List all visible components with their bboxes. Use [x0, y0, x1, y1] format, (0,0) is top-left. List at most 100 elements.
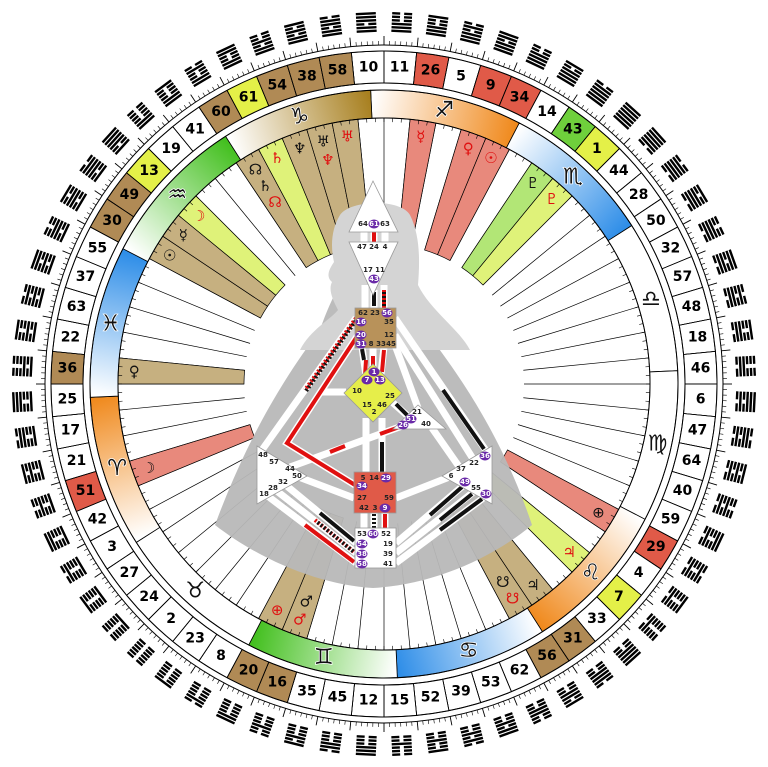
- bodygraph-gate-45[interactable]: 45: [386, 340, 396, 348]
- planet-personality-icon: ☊: [249, 161, 262, 179]
- tick: [153, 129, 157, 134]
- bodygraph-gate-58[interactable]: 58: [357, 560, 367, 568]
- bodygraph-gate-47[interactable]: 47: [357, 243, 367, 251]
- bodygraph-gate-6[interactable]: 6: [449, 472, 454, 480]
- planet-design-icon: ♄: [270, 149, 283, 167]
- tick: [161, 122, 165, 126]
- tick: [640, 331, 645, 334]
- tick: [652, 590, 657, 594]
- bodygraph-gate-31[interactable]: 31: [356, 340, 366, 348]
- bodygraph-gate-29[interactable]: 29: [381, 474, 391, 482]
- bodygraph-gate-3[interactable]: 3: [373, 504, 378, 512]
- tick: [114, 598, 123, 606]
- bodygraph-gate-44[interactable]: 44: [285, 465, 295, 473]
- gate-boundary: [649, 525, 678, 542]
- tick: [562, 671, 566, 676]
- planet-design-icon: ♂: [293, 610, 306, 628]
- bodygraph-gate-4[interactable]: 4: [383, 243, 388, 251]
- solar-plexus-center[interactable]: [441, 445, 493, 505]
- bodygraph-gate-39[interactable]: 39: [383, 550, 393, 558]
- bodygraph-gate-24[interactable]: 24: [369, 243, 379, 251]
- gate-boundary: [57, 442, 89, 450]
- bodygraph-gate-25[interactable]: 25: [385, 392, 395, 400]
- ajna-center[interactable]: [348, 241, 399, 296]
- tick: [268, 60, 271, 65]
- tick: [237, 73, 240, 78]
- bodygraph-gate-5[interactable]: 5: [361, 474, 366, 482]
- bodygraph-gate-16[interactable]: 16: [356, 318, 366, 326]
- channel-12-22: [392, 333, 478, 464]
- bodygraph-gate-62[interactable]: 62: [358, 309, 368, 317]
- tick: [433, 44, 435, 49]
- bodygraph-gate-1[interactable]: 1: [372, 368, 377, 376]
- bodygraph-gate-61[interactable]: 61: [369, 220, 379, 228]
- gate-divider: [149, 449, 261, 510]
- bodygraph-gate-10[interactable]: 10: [352, 387, 362, 395]
- head-center[interactable]: [348, 180, 399, 233]
- tick: [69, 518, 74, 521]
- bodygraph-gate-35[interactable]: 35: [384, 318, 394, 326]
- bodygraph-gate-20[interactable]: 20: [356, 331, 366, 339]
- bodygraph-gate-64[interactable]: 64: [358, 220, 368, 228]
- tick: [443, 639, 445, 644]
- bodygraph-gate-11[interactable]: 11: [375, 266, 385, 274]
- bodygraph-gate-15[interactable]: 15: [362, 401, 372, 409]
- bodygraph-gate-30[interactable]: 30: [481, 490, 491, 498]
- tick: [522, 606, 525, 611]
- bodygraph-gate-17[interactable]: 17: [363, 266, 373, 274]
- bodygraph-gate-32[interactable]: 32: [278, 478, 288, 486]
- bodygraph-gate-33[interactable]: 33: [376, 340, 386, 348]
- bodygraph-gate-42[interactable]: 42: [359, 504, 369, 512]
- bodygraph-gate-26[interactable]: 26: [398, 421, 408, 429]
- gate-number: 44: [609, 163, 629, 179]
- bodygraph-gate-46[interactable]: 46: [377, 401, 387, 409]
- bodygraph-gate-43[interactable]: 43: [369, 275, 379, 283]
- bodygraph-gate-52[interactable]: 52: [381, 530, 391, 538]
- bodygraph-gate-28[interactable]: 28: [268, 484, 278, 492]
- bodygraph-gate-9[interactable]: 9: [383, 504, 388, 512]
- hexagram-50-icon: [680, 184, 709, 212]
- bodygraph-gate-40[interactable]: 40: [421, 420, 431, 428]
- bodygraph-gate-41[interactable]: 41: [383, 560, 393, 568]
- tick: [227, 78, 230, 83]
- bodygraph-gate-21[interactable]: 21: [412, 408, 422, 416]
- bodygraph-gate-27[interactable]: 27: [357, 494, 367, 502]
- bodygraph-gate-13[interactable]: 13: [375, 376, 385, 384]
- tick: [529, 601, 533, 606]
- bodygraph-gate-55[interactable]: 55: [471, 484, 481, 492]
- bodygraph-gate-36[interactable]: 36: [480, 452, 490, 460]
- tick: [250, 153, 254, 158]
- bodygraph-gate-56[interactable]: 56: [382, 309, 392, 317]
- bodygraph-gate-38[interactable]: 38: [357, 550, 367, 558]
- bodygraph-gate-18[interactable]: 18: [259, 490, 269, 498]
- bodygraph-gate-48[interactable]: 48: [258, 451, 268, 459]
- tick: [627, 619, 631, 623]
- bodygraph-gate-12[interactable]: 12: [384, 331, 394, 339]
- tick: [294, 711, 297, 716]
- g-center[interactable]: [343, 363, 403, 423]
- bodygraph-gate-53[interactable]: 53: [357, 530, 367, 538]
- bodygraph-gate-14[interactable]: 14: [369, 474, 379, 482]
- bodygraph-gate-37[interactable]: 37: [456, 465, 466, 473]
- bodygraph-gate-2[interactable]: 2: [372, 408, 377, 416]
- bodygraph-gate-8[interactable]: 8: [369, 340, 374, 348]
- tick: [476, 54, 479, 59]
- bodygraph-gate-7[interactable]: 7: [365, 376, 370, 384]
- bodygraph-gate-60[interactable]: 60: [368, 530, 378, 538]
- bodygraph-gate-57[interactable]: 57: [269, 458, 279, 466]
- bodygraph-gate-63[interactable]: 63: [380, 220, 390, 228]
- tick: [137, 145, 141, 149]
- tick: [671, 202, 676, 206]
- active-gate-marker: [356, 559, 368, 569]
- gate-number: 26: [421, 62, 440, 78]
- bodygraph-gate-59[interactable]: 59: [384, 494, 394, 502]
- bodygraph-gate-34[interactable]: 34: [357, 482, 367, 490]
- bodygraph-gate-19[interactable]: 19: [383, 540, 393, 548]
- bodygraph-gate-51[interactable]: 51: [406, 415, 416, 423]
- spleen-center[interactable]: [256, 445, 308, 505]
- bodygraph-gate-50[interactable]: 50: [292, 472, 302, 480]
- bodygraph-gate-22[interactable]: 22: [469, 459, 479, 467]
- bodygraph-gate-54[interactable]: 54: [357, 540, 367, 548]
- bodygraph-gate-23[interactable]: 23: [370, 309, 380, 317]
- bodygraph-gate-49[interactable]: 49: [460, 478, 470, 486]
